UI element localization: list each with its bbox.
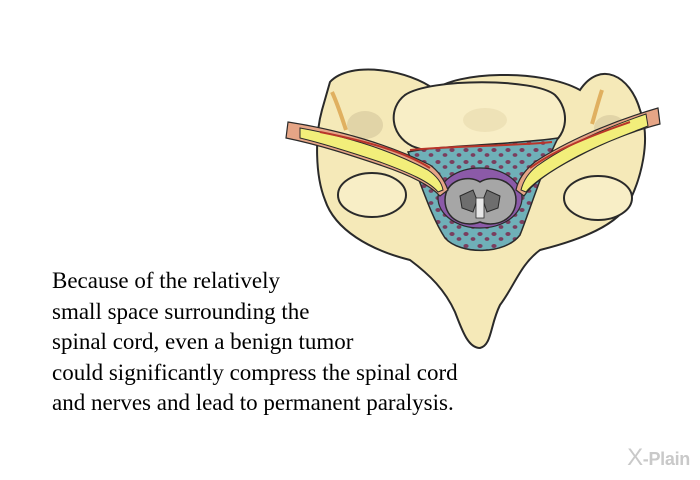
caption: Because of the relatively small space su… (52, 266, 572, 419)
logo-mark: X (627, 444, 643, 471)
nerve-branch-right (590, 89, 604, 125)
spinal-cord-gray-matter (459, 189, 501, 213)
foramen-right (563, 175, 633, 221)
bone-shading-mid (463, 108, 507, 132)
foramen-left (337, 172, 407, 218)
vessel-top (409, 141, 553, 151)
caption-line-2: small space surrounding the (52, 298, 310, 324)
nerve-left (299, 127, 444, 193)
bone-shading-left (347, 111, 383, 139)
caption-line-1: Because of the relatively (52, 268, 280, 293)
logo-text: -Plain (642, 449, 691, 469)
vessel-left (319, 131, 431, 169)
vertebra-illustration (285, 68, 661, 350)
caption-line-5: and nerves and lead to permanent paralys… (52, 390, 454, 415)
spinal-cord-center (475, 197, 485, 219)
nerve-branch-left (330, 91, 348, 131)
xplain-logo: X-Plain (627, 444, 690, 472)
caption-line-4: could significantly compress the spinal … (52, 359, 458, 385)
caption-line-3: spinal cord, even a benign tumor (52, 329, 354, 354)
vessel-right (529, 121, 631, 169)
